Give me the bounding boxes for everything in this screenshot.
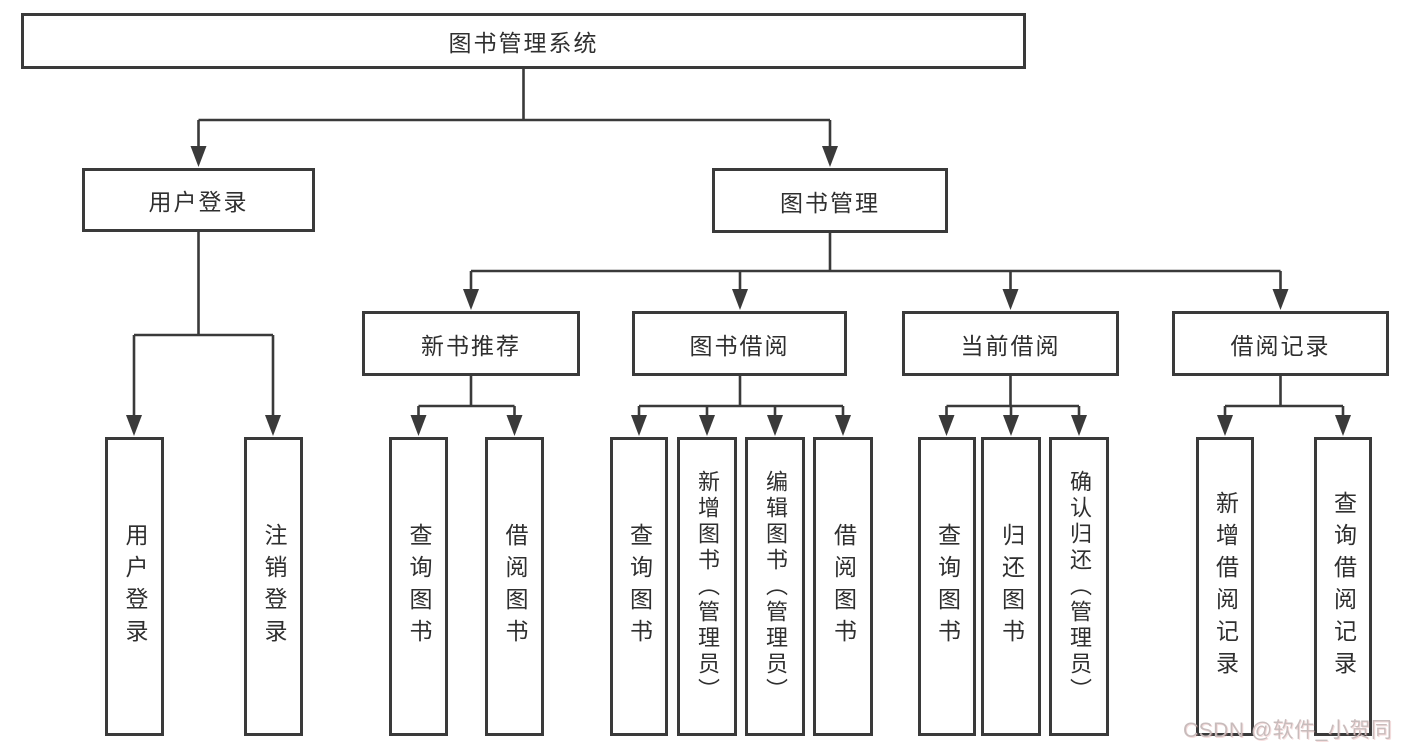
node-user-login: 用户登录: [82, 168, 315, 232]
leaf-edit-book-admin: 编辑图书（管理员）: [745, 437, 805, 736]
leaf-query-borrow-record: 查询借阅记录: [1314, 437, 1372, 736]
leaf-add-borrow-record: 新增借阅记录: [1196, 437, 1254, 736]
node-label: 图书借阅: [689, 332, 790, 359]
node-new-book-recommendation: 新书推荐: [362, 311, 580, 376]
node-current-borrowing: 当前借阅: [902, 311, 1119, 376]
node-label: 用户登录: [122, 522, 148, 651]
node-label: 查询图书: [934, 522, 961, 651]
leaf-borrow-book-borrowing: 借阅图书: [813, 437, 873, 736]
node-label: 注销登录: [261, 522, 287, 651]
node-label: 借阅记录: [1230, 332, 1331, 359]
node-label: 查询图书: [406, 522, 432, 651]
node-label: 借阅图书: [502, 522, 528, 651]
node-label: 编辑图书（管理员）: [763, 469, 788, 704]
node-label: 用户登录: [148, 189, 249, 215]
node-label: 归还图书: [998, 522, 1025, 651]
node-label: 新书推荐: [421, 332, 521, 359]
leaf-confirm-return-admin: 确认归还（管理员）: [1049, 437, 1109, 736]
node-book-management: 图书管理: [712, 168, 948, 233]
node-system-root: 图书管理系统: [21, 13, 1026, 69]
node-label: 新增借阅记录: [1212, 490, 1239, 683]
node-label: 借阅图书: [830, 522, 857, 651]
leaf-query-book-borrowing: 查询图书: [610, 437, 668, 736]
leaf-return-book: 归还图书: [981, 437, 1041, 736]
leaf-user-login: 用户登录: [105, 437, 164, 736]
node-label: 确认归还（管理员）: [1067, 469, 1092, 704]
node-book-borrowing: 图书借阅: [632, 311, 847, 376]
node-borrowing-records: 借阅记录: [1172, 311, 1389, 376]
leaf-borrow-book-recommend: 借阅图书: [485, 437, 544, 736]
node-label: 查询借阅记录: [1330, 490, 1357, 683]
leaf-query-book-current: 查询图书: [918, 437, 976, 736]
node-label: 图书管理: [780, 189, 880, 216]
node-label: 新增图书（管理员）: [695, 469, 720, 704]
node-label: 查询图书: [626, 522, 653, 651]
leaf-query-book-recommend: 查询图书: [389, 437, 448, 736]
node-label: 图书管理系统: [448, 30, 599, 56]
watermark: CSDN @软件_小贺同学: [1183, 719, 1393, 742]
leaf-logout: 注销登录: [244, 437, 303, 736]
node-label: 当前借阅: [960, 332, 1061, 359]
leaf-add-book-admin: 新增图书（管理员）: [677, 437, 737, 736]
